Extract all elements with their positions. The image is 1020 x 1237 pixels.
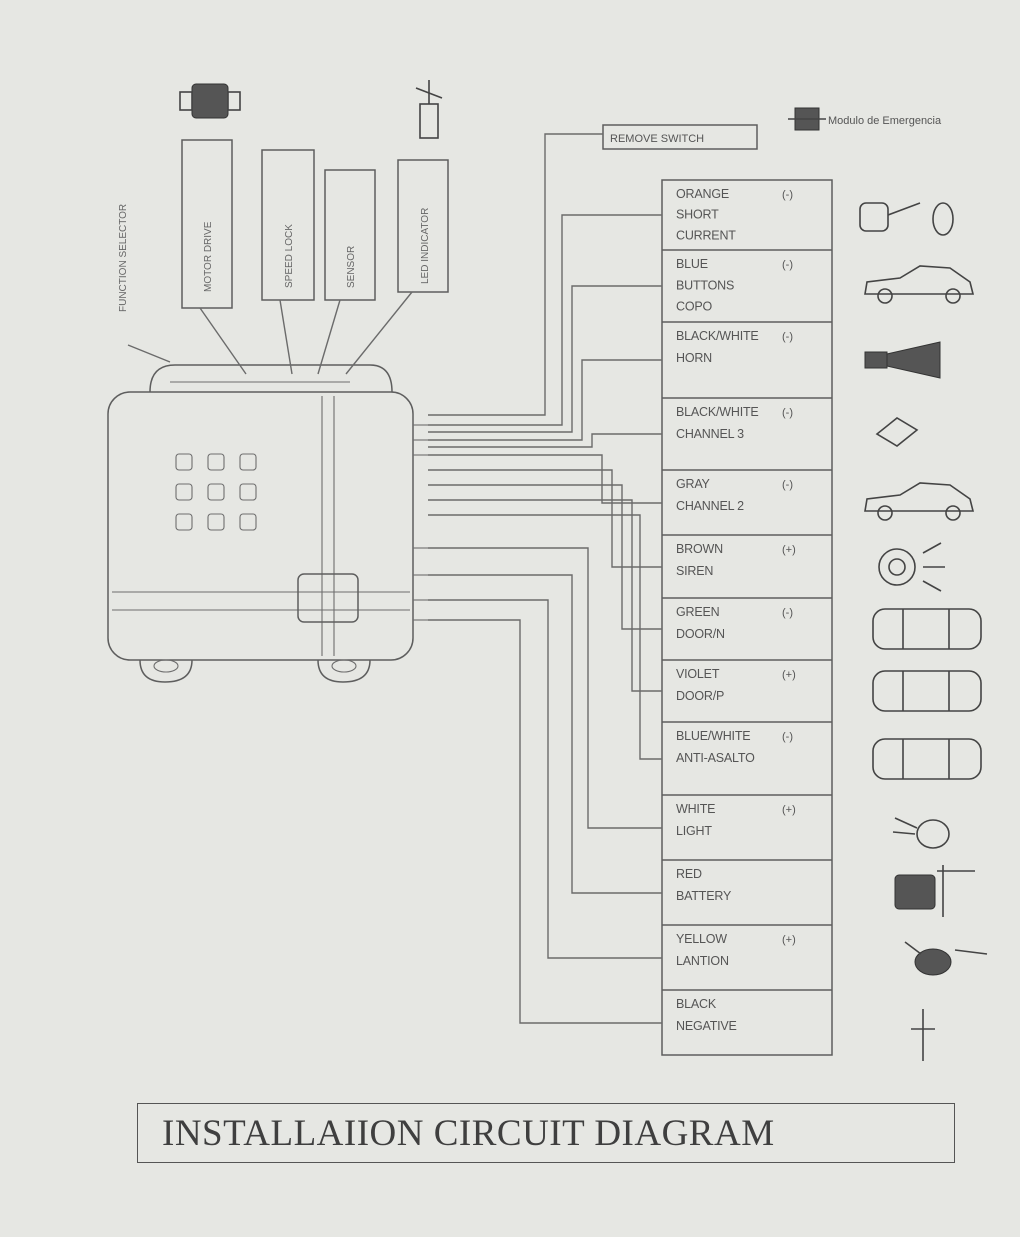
wire-1-label-line-1: ORANGE: [676, 187, 729, 201]
wire-run-12: [428, 599, 662, 959]
connector-speed-lock: [261, 149, 315, 301]
wire-4-label-line-1: BLACK/WHITE: [676, 405, 759, 419]
wire-11-label-line-1: RED: [676, 867, 702, 881]
wire-run-4: [428, 433, 662, 448]
horn-icon: [864, 341, 941, 379]
emergency-module-icon: [788, 107, 826, 131]
lamp-icon: [892, 817, 950, 849]
wire-8-label-line-1: VIOLET: [676, 667, 720, 681]
connector-sensor: [324, 169, 376, 301]
control-unit-body: [107, 391, 414, 661]
wire-6-label-line-1: BROWN: [676, 542, 723, 556]
battery-icon: [894, 865, 975, 917]
motor-icon: [179, 83, 241, 119]
wire-run-2: [428, 285, 662, 433]
wire-label-column: ORANGE SHORT CURRENT (-) BLUE BUTTONS COPO (-) B…: [661, 179, 833, 1056]
unit-center-block: [297, 573, 359, 623]
wire-13-label-line-2: NEGATIVE: [676, 1019, 737, 1033]
wire-8-label-line-2: DOOR/P: [676, 689, 724, 703]
wire-7-label-line-2: DOOR/N: [676, 627, 725, 641]
led-icon: [415, 80, 443, 139]
wire-12-polarity: (+): [782, 934, 796, 946]
wire-run-8: [428, 499, 662, 692]
wire-9-label-line-2: ANTI-ASALTO: [676, 751, 755, 765]
wire-9-polarity: (-): [782, 731, 793, 743]
wire-11-label-line-2: BATTERY: [676, 889, 732, 903]
wire-run-1: [428, 214, 662, 426]
remove-switch-box: [602, 124, 758, 150]
remove-switch-label: REMOVE SWITCH: [610, 133, 704, 145]
wire-1-label-line-3: CURRENT: [676, 228, 736, 242]
ground-icon: [911, 1009, 935, 1061]
emergency-module-note: Modulo de Emergencia: [828, 115, 942, 127]
wire-2-label-line-1: BLUE: [676, 257, 708, 271]
wire-12-label-line-2: LANTION: [676, 954, 729, 968]
wire-2-polarity: (-): [782, 259, 793, 271]
car-door-icon: [872, 608, 982, 650]
module-icon: [875, 417, 919, 447]
wire-run-13: [428, 619, 662, 1024]
title-box: INSTALLAIION CIRCUIT DIAGRAM: [137, 1103, 955, 1163]
connector-motor-drive: [181, 139, 233, 309]
diagram-title: INSTALLAIION CIRCUIT DIAGRAM: [162, 1112, 775, 1154]
wire-run-10: [428, 547, 662, 829]
unit-top-connector: [149, 364, 393, 393]
wire-5-polarity: (-): [782, 479, 793, 491]
mount-foot-right: [317, 659, 371, 683]
wire-10-polarity: (+): [782, 804, 796, 816]
wire-3-label-line-1: BLACK/WHITE: [676, 329, 759, 343]
wire-1-label-line-2: SHORT: [676, 208, 719, 222]
wire-2-label-line-2: BUTTONS: [676, 278, 734, 292]
top-connectors: MOTOR DRIVE SPEED LOCK SENSOR LED INDICA…: [118, 80, 449, 375]
wire-10-label-line-2: LIGHT: [676, 824, 712, 838]
device-icons: [859, 202, 988, 1061]
relay-icon: [859, 202, 954, 236]
control-unit: [107, 364, 428, 683]
connector-led-indicator: [397, 159, 449, 293]
connector-led-indicator-label: LED INDICATOR: [420, 208, 431, 284]
wire-12-label-line-1: YELLOW: [676, 932, 727, 946]
unit-keypad: [175, 453, 257, 531]
wire-runs: [428, 214, 662, 1024]
wire-6-label-line-2: SIREN: [676, 564, 713, 578]
car-side-icon: [864, 482, 975, 521]
ignition-key-icon: [904, 941, 988, 976]
wire-run-3: [428, 359, 662, 441]
wire-5-label-line-1: GRAY: [676, 477, 711, 491]
connector-sensor-label: SENSOR: [346, 246, 357, 288]
wire-run-7: [428, 484, 662, 630]
siren-icon: [878, 542, 945, 592]
car-door-icon: [872, 670, 982, 712]
wire-3-polarity: (-): [782, 331, 793, 343]
wire-9-label-line-1: BLUE/WHITE: [676, 729, 750, 743]
wire-7-label-line-1: GREEN: [676, 605, 720, 619]
connector-motor-drive-label: MOTOR DRIVE: [203, 221, 214, 292]
wire-2-label-line-3: COPO: [676, 300, 712, 314]
wire-5-label-line-2: CHANNEL 2: [676, 499, 744, 513]
wire-run-5: [428, 454, 662, 504]
wire-run-6: [428, 469, 662, 568]
car-top-icon: [872, 738, 982, 780]
wire-run-9: [428, 514, 662, 760]
wire-1-polarity: (-): [782, 189, 793, 201]
wire-4-label-line-2: CHANNEL 3: [676, 427, 744, 441]
wire-10-label-line-1: WHITE: [676, 802, 715, 816]
wire-7-polarity: (-): [782, 607, 793, 619]
wire-run-11: [428, 574, 662, 894]
car-trunk-icon: [864, 265, 975, 304]
connector-speed-lock-label: SPEED LOCK: [284, 224, 295, 288]
wire-6-polarity: (+): [782, 544, 796, 556]
function-selector-label: FUNCTION SELECTOR: [118, 204, 129, 312]
wire-3-label-line-2: HORN: [676, 351, 712, 365]
remove-switch: REMOVE SWITCH Modulo de Emergencia: [428, 107, 942, 416]
wire-8-polarity: (+): [782, 669, 796, 681]
wire-13-label-line-1: BLACK: [676, 997, 717, 1011]
mount-foot-left: [139, 659, 193, 683]
wire-4-polarity: (-): [782, 407, 793, 419]
